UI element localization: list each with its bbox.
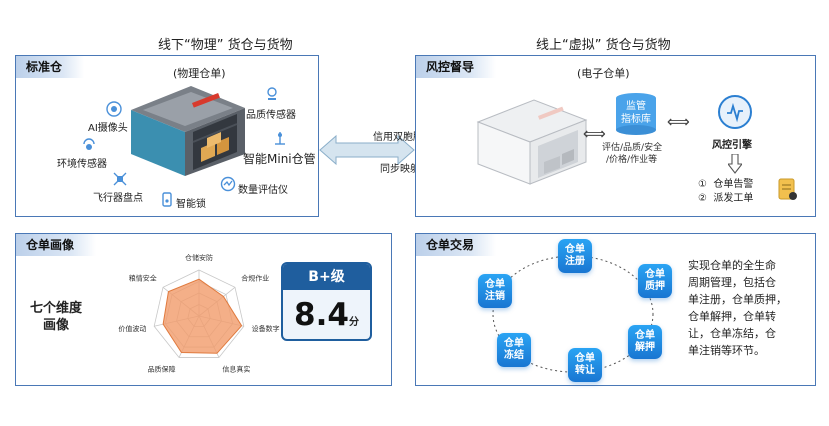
virtual-warehouse-illustration (476, 99, 588, 185)
actions-list: ① 仓单告警 ② 派发工单 (698, 178, 753, 206)
action-num: ② (698, 193, 707, 204)
stage-cancel: 仓单注销 (478, 274, 512, 308)
panel-tag: 标准仓 (16, 56, 85, 78)
dimension-title-line2: 画像 (43, 318, 70, 333)
action-num: ① (698, 179, 707, 190)
risk-engine-icon (718, 95, 752, 129)
radar-axis-label: 粮情安全 (129, 273, 157, 282)
stage-register: 仓单注册 (558, 239, 592, 273)
grade-card: B+级 8.4分 (281, 262, 372, 341)
bidirectional-arrow-1: ⟺ (583, 124, 606, 143)
desc-line: 单注销等环节。 (688, 344, 765, 357)
bidirectional-arrow-2: ⟺ (667, 112, 690, 131)
camera-icon (106, 101, 122, 117)
panel-tag: 仓单画像 (16, 234, 97, 256)
warehouse-illustration (131, 86, 245, 176)
action-text: 派发工单 (713, 193, 754, 204)
desc-line: 仓单解押，仓单转 (688, 310, 776, 323)
sync-double-arrow (319, 134, 415, 166)
offline-header: 线下“物理” 货仓与货物 (158, 38, 293, 53)
desc-line: 实现仓单的全生命 (688, 259, 776, 272)
sync-label-top: 信用双胞胎 (373, 132, 423, 143)
db-label-line1: 监管 (626, 101, 646, 112)
action-item: ① 仓单告警 (698, 178, 753, 192)
score-display: 8.4分 (283, 290, 370, 339)
warehouse-receipt-trade-panel: 仓单交易 仓单注册 仓单质押 仓单解押 仓单转让 仓单冻结 仓单注销 实现仓单的… (415, 233, 816, 386)
radar-series-area (162, 278, 243, 354)
grade-label: B+级 (283, 264, 370, 290)
stage-transfer: 仓单转让 (568, 348, 602, 382)
radar-axis-label: 合规作业 (241, 273, 269, 282)
work-order-icon (778, 178, 797, 200)
radar-axis-label: 仓储安防 (185, 253, 213, 262)
dimension-title-line1: 七个维度 (30, 301, 83, 316)
desc-line: 让，仓单冻结，仓 (688, 327, 776, 340)
label-env-sensor: 环境传感器 (57, 159, 107, 170)
down-arrow-icon (728, 154, 742, 174)
score-value: 8.4 (294, 297, 349, 333)
label-ai-camera: AI摄像头 (88, 123, 128, 134)
risk-engine-label: 风控引擎 (712, 140, 752, 151)
action-text: 仓单告警 (713, 179, 754, 190)
metrics-text: 评估/品质/安全 /价格/作业等 (602, 142, 662, 166)
smart-lock-icon (162, 192, 172, 207)
radar-axis-label: 设备数字 (252, 324, 280, 333)
desc-line: 单注册，仓单质押， (688, 293, 787, 306)
quality-sensor-icon (267, 87, 277, 100)
radar-axis-label: 信息真实 (222, 365, 250, 374)
radar-axis-label: 品质保障 (148, 365, 176, 374)
stage-pledge: 仓单质押 (638, 264, 672, 298)
action-item: ② 派发工单 (698, 192, 753, 206)
radar-axis-label: 价值波动 (118, 324, 146, 333)
panel-subtitle: (电子仓单) (577, 67, 630, 80)
label-mini-manager: 智能Mini仓管 (243, 152, 316, 166)
lifecycle-description: 实现仓单的全生命 周期管理，包括仓 单注册，仓单质押， 仓单解押，仓单转 让，仓… (688, 257, 787, 359)
mini-manager-icon (275, 132, 285, 145)
panel-subtitle: (物理仓单) (173, 67, 226, 80)
metrics-line1: 评估/品质/安全 (602, 143, 663, 153)
db-label-line2: 指标库 (621, 114, 651, 125)
online-header: 线上“虚拟” 货仓与货物 (536, 38, 671, 53)
desc-line: 周期管理，包括仓 (688, 276, 776, 289)
panel-tag: 仓单交易 (416, 234, 497, 256)
label-quality-sensor: 品质传感器 (246, 110, 296, 121)
score-unit: 分 (348, 317, 359, 328)
stage-release: 仓单解押 (628, 325, 662, 359)
metrics-line2: /价格/作业等 (606, 155, 658, 165)
panel-tag: 风控督导 (416, 56, 497, 78)
sync-label-bottom: 同步映射 (380, 164, 420, 175)
env-sensor-icon (83, 138, 95, 150)
database-icon (616, 93, 656, 135)
label-smart-lock: 智能锁 (176, 199, 206, 210)
stage-freeze: 仓单冻结 (497, 333, 531, 367)
risk-control-panel: 风控督导 (电子仓单) ⟺ 监管 指标库 评估/品质/安全 /价格/作业等 ⟺ … (415, 55, 816, 217)
label-quantity-meter: 数量评估仪 (238, 185, 288, 196)
radar-grid-ring (153, 269, 245, 358)
standard-warehouse-panel: 标准仓 (物理仓单) AI摄像头 环境传感器 飞行器盘点 智能锁 品质传感器 智… (15, 55, 319, 217)
drone-icon (113, 172, 127, 186)
label-drone: 飞行器盘点 (93, 193, 143, 204)
quantity-meter-icon (220, 176, 236, 192)
db-label: 监管 指标库 (612, 100, 660, 126)
dimension-title: 七个维度 画像 (30, 300, 82, 334)
